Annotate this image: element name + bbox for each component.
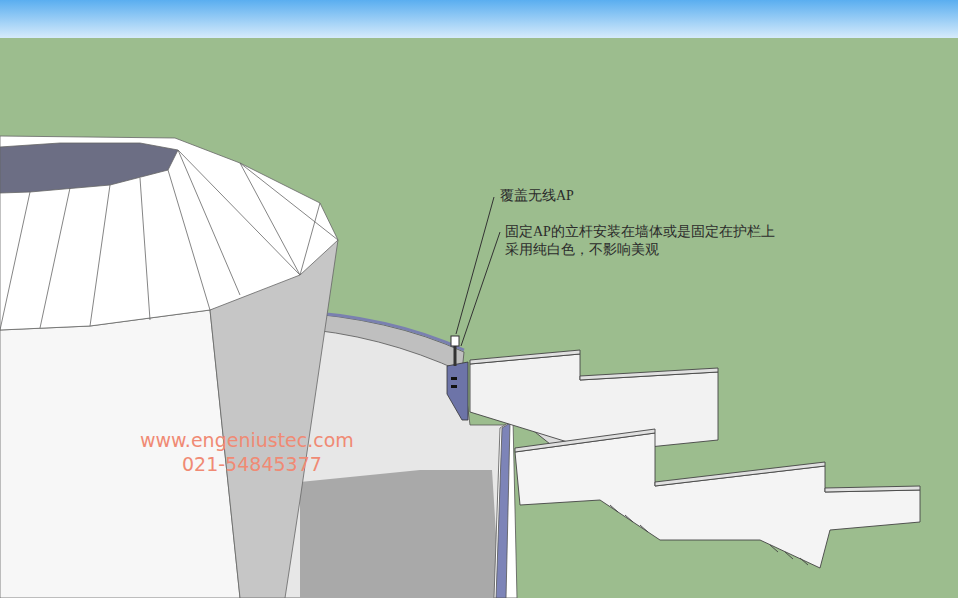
ground: [0, 38, 958, 598]
lower-wall: [515, 433, 920, 568]
tower: [0, 136, 338, 598]
stair-teeth: [610, 505, 808, 565]
tower-crown: [0, 136, 338, 330]
callout-label: 覆盖无线AP: [500, 187, 574, 205]
leaders: [456, 197, 500, 346]
crown-facets: [0, 150, 338, 330]
bolt: [451, 385, 457, 388]
ap-pole: [454, 345, 457, 366]
bolt: [451, 377, 457, 380]
leader-line: [461, 232, 500, 346]
tower-opening: [0, 143, 178, 193]
mount-plate: [447, 362, 468, 420]
sky: [0, 0, 958, 38]
ap-mount: [447, 336, 468, 420]
staircase: [470, 350, 920, 568]
wireless-ap: [451, 336, 459, 346]
floor-shadow: [300, 470, 500, 598]
callout-note: 固定AP的立杆安装在墙体或是固定在护栏上 采用纯白色，不影响美观: [505, 223, 835, 259]
upper-wall-top: [470, 350, 718, 380]
lower-wall-top: [515, 429, 920, 492]
watermark: www.engeniustec.com: [140, 429, 354, 452]
front-wall-cap: [496, 423, 510, 598]
watermark: 021-54845377: [182, 453, 322, 476]
front-wall: [494, 420, 517, 598]
